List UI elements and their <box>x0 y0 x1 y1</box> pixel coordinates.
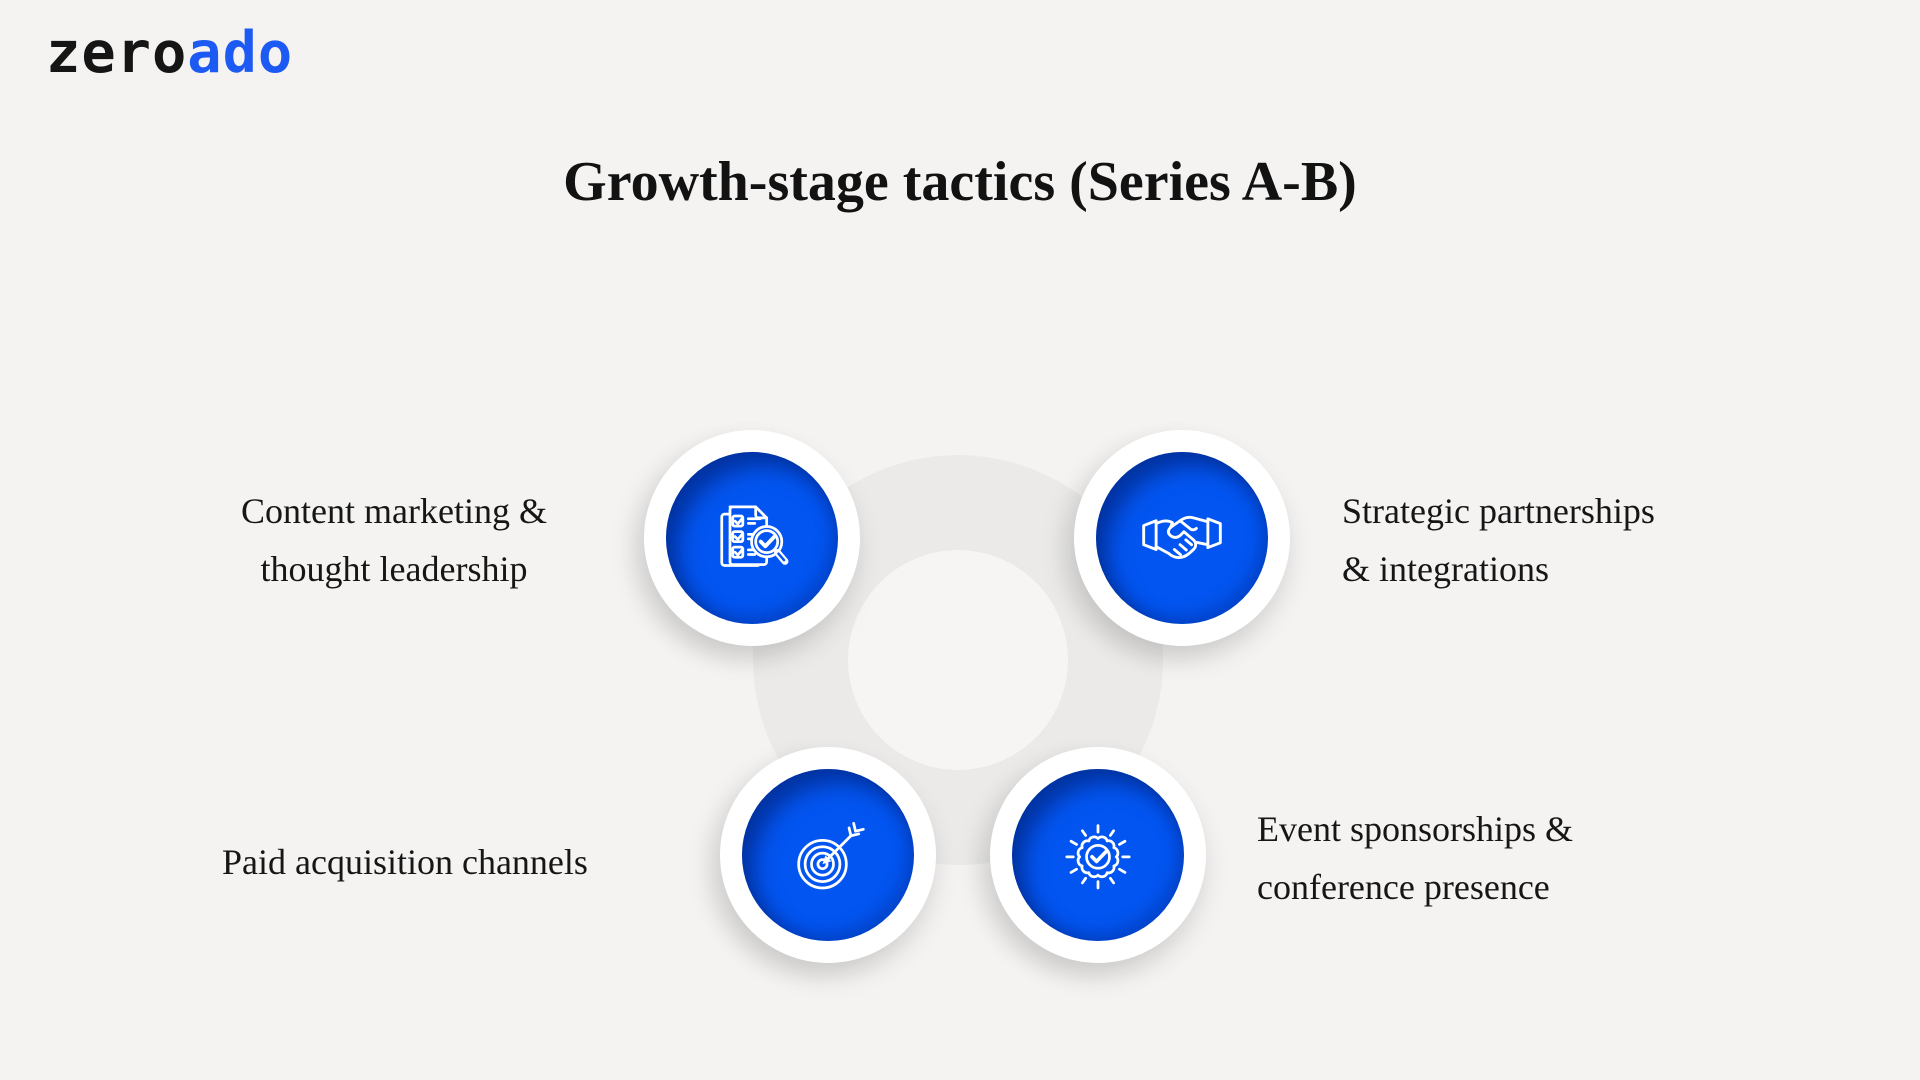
label-paid-acquisition: Paid acquisition channels <box>222 833 762 891</box>
label-line: Paid acquisition channels <box>222 842 588 882</box>
label-strategic-partnerships: Strategic partnerships & integrations <box>1342 482 1822 598</box>
node-strategic-partnerships <box>1074 430 1290 646</box>
target-arrow-icon <box>797 822 865 890</box>
label-event-sponsorships: Event sponsorships & conference presence <box>1257 800 1737 916</box>
badge-check-icon <box>1065 824 1131 890</box>
label-line: Strategic partnerships <box>1342 491 1655 531</box>
label-content-marketing: Content marketing & thought leadership <box>174 482 614 598</box>
label-line: Content marketing & <box>241 491 547 531</box>
node-content-marketing <box>644 430 860 646</box>
node-disc <box>742 769 914 941</box>
handshake-icon <box>1142 515 1222 559</box>
brand-logo: zeroado <box>46 22 293 85</box>
logo-text-black: zero <box>46 20 188 86</box>
label-line: thought leadership <box>260 549 528 589</box>
label-line: Event sponsorships & <box>1257 809 1574 849</box>
logo-text-blue: ado <box>187 20 294 86</box>
label-line: & integrations <box>1342 549 1549 589</box>
node-disc <box>666 452 838 624</box>
label-line: conference presence <box>1257 867 1550 907</box>
node-disc <box>1096 452 1268 624</box>
node-event-sponsorships <box>990 747 1206 963</box>
page-title: Growth-stage tactics (Series A-B) <box>563 151 1357 213</box>
node-paid-acquisition <box>720 747 936 963</box>
checklist-search-icon <box>720 505 789 567</box>
node-disc <box>1012 769 1184 941</box>
